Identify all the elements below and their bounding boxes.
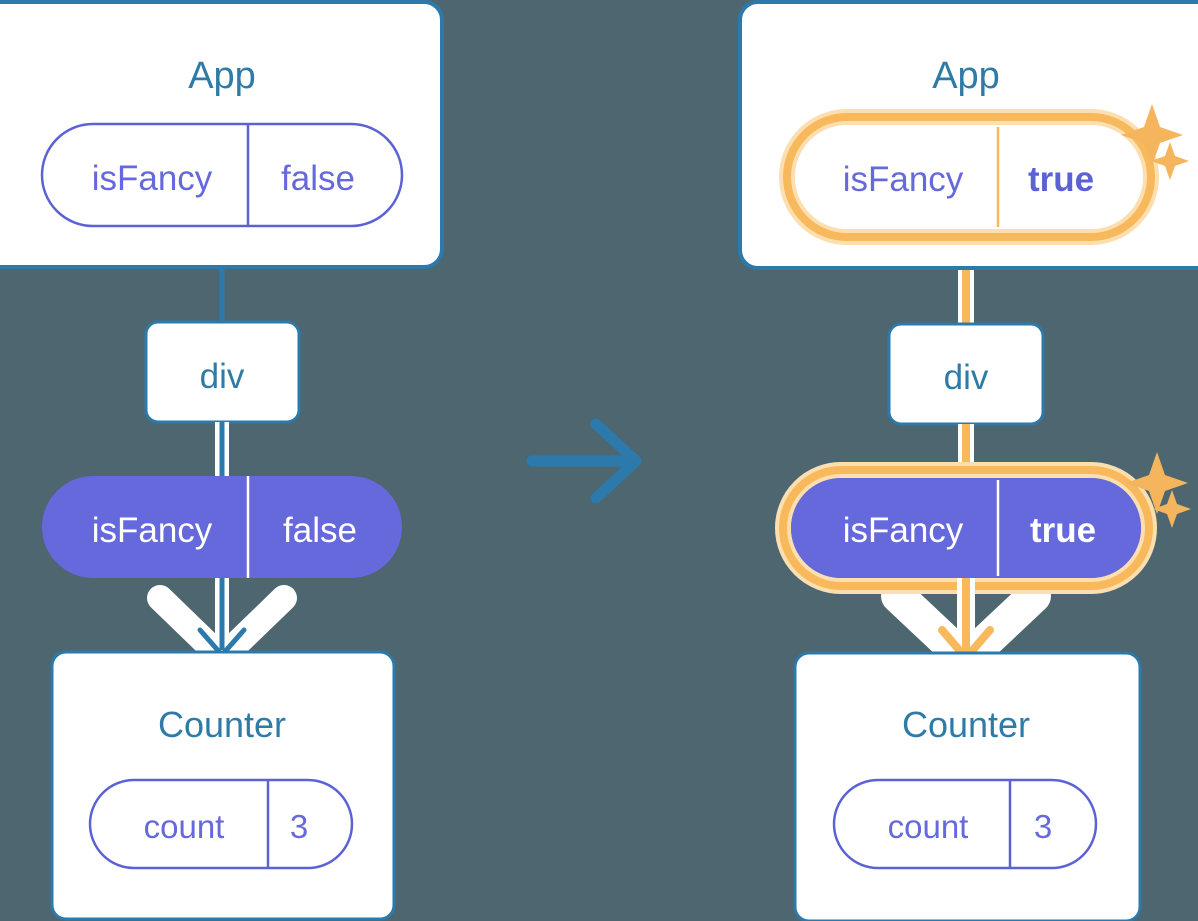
sparkle-small-icon — [1151, 142, 1189, 180]
transition-arrow-right-icon — [526, 418, 642, 504]
app-card-title-after: App — [932, 55, 1000, 97]
app-card-title: App — [188, 55, 256, 97]
panel-after: App isFancy true div — [738, 0, 1198, 921]
sparkle-small-icon-prop — [1153, 490, 1191, 528]
prop-pill-key-after: isFancy — [843, 511, 964, 550]
app-state-pill-value-after: true — [1028, 160, 1094, 199]
app-state-pill-key: isFancy — [92, 159, 213, 198]
app-state-pill — [40, 122, 404, 228]
counter-state-pill-value-after: 3 — [1034, 808, 1052, 845]
sparkle-large-icon — [1121, 104, 1183, 166]
app-state-pill-after — [795, 125, 1143, 229]
prop-pill-after — [791, 478, 1141, 578]
app-state-pill-ring-after — [783, 113, 1155, 241]
app-state-pill-key-after: isFancy — [843, 160, 964, 199]
counter-state-pill-key-after: count — [888, 808, 969, 845]
counter-state-pill-key: count — [144, 808, 225, 845]
prop-pill — [42, 476, 402, 578]
panel-before: App isFancy false div isFancy false — [0, 0, 444, 921]
app-state-pill-value: false — [281, 159, 355, 198]
counter-card-title: Counter — [158, 704, 286, 745]
counter-state-pill — [88, 778, 354, 870]
div-card-label: div — [200, 357, 245, 396]
prop-pill-value: false — [283, 511, 357, 550]
div-card-label-after: div — [944, 358, 989, 397]
sparkle-large-icon-prop — [1126, 452, 1188, 514]
counter-card-title-after: Counter — [902, 704, 1030, 745]
counter-state-pill-value: 3 — [290, 808, 308, 845]
prop-pill-value-after: true — [1030, 511, 1096, 550]
prop-pill-key: isFancy — [92, 511, 213, 550]
counter-state-pill-after — [832, 778, 1098, 870]
